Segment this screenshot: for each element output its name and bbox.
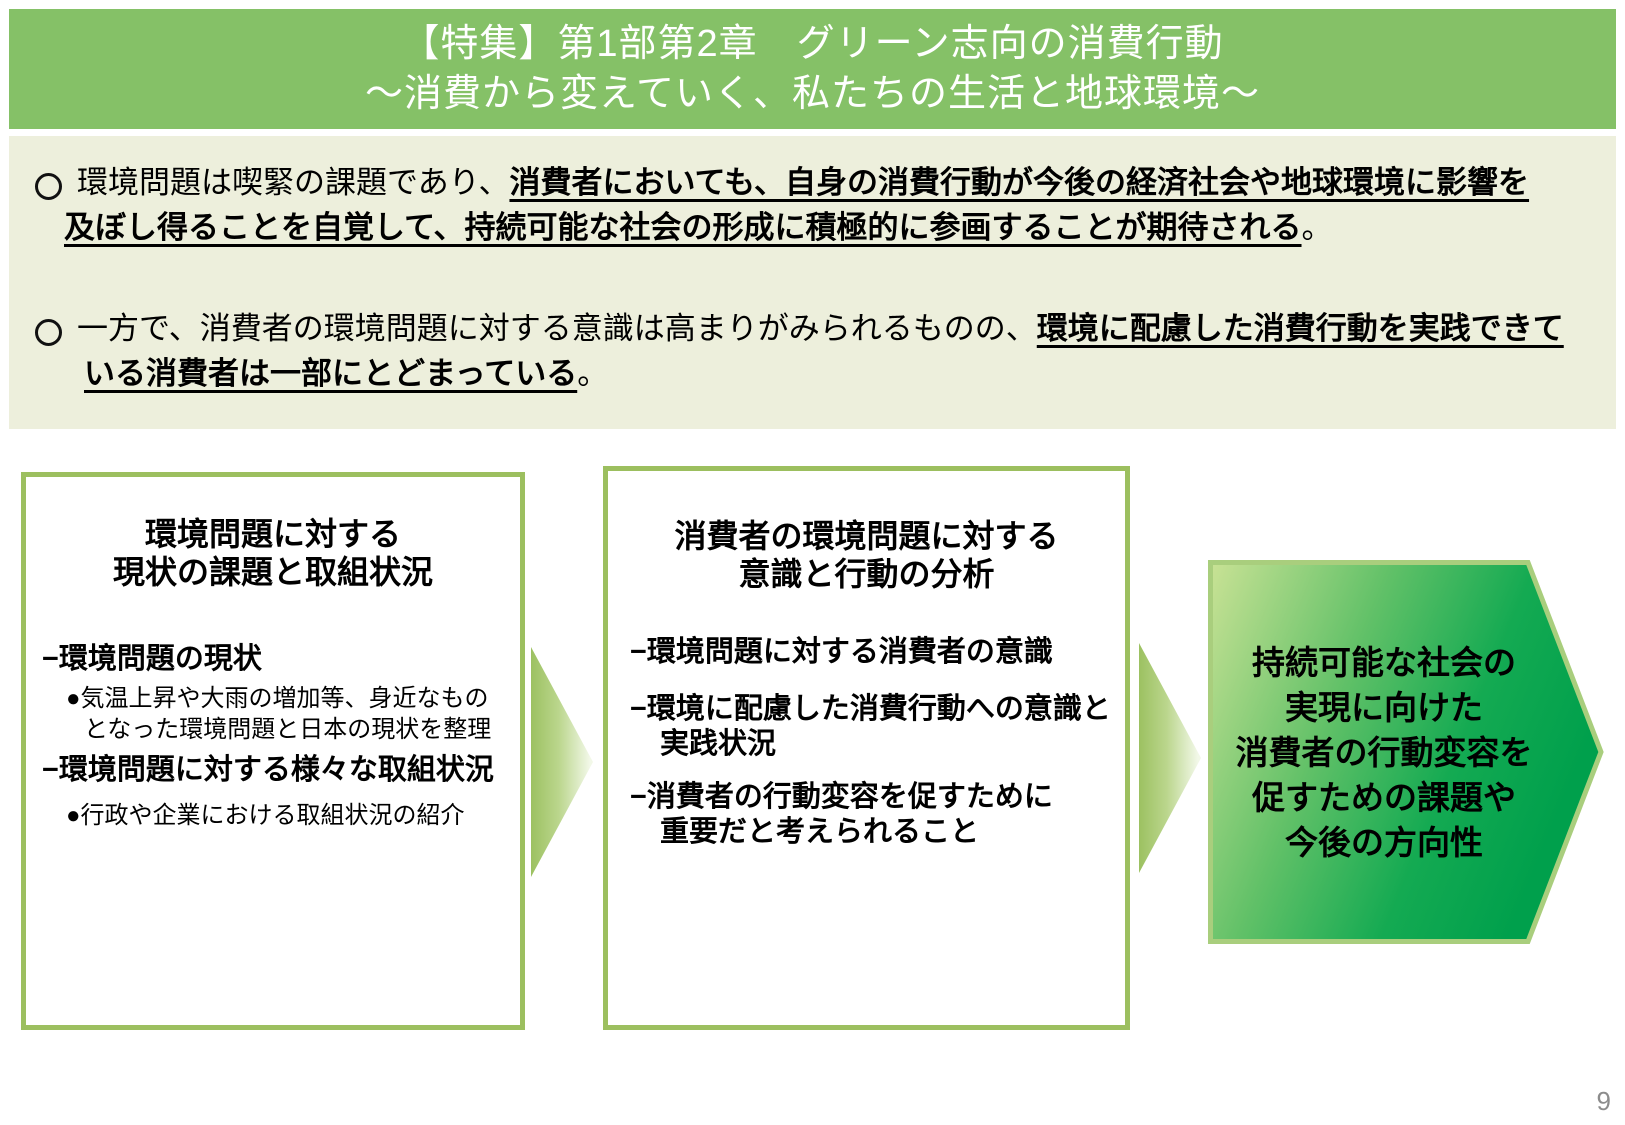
page-number: 9: [1596, 1086, 1611, 1116]
box-item-line: ●気温上昇や大雨の増加等、身近なもの: [66, 685, 489, 712]
circle-bullet-icon: [35, 173, 62, 200]
title-banner: 【特集】第1部第2章 グリーン志向の消費行動 ～消費から変えていく、私たちの生活…: [9, 9, 1616, 129]
summary-bullet: 一方で、消費者の環境問題に対する意識は高まりがみられるものの、環境に配慮した消費…: [9, 306, 1596, 396]
summary-panel: 環境問題は喫緊の課題であり、消費者においても、自身の消費行動が今後の経済社会や地…: [9, 136, 1616, 429]
emphasized-text: 及ぼし得ることを自覚して、持続可能な社会の形成に積極的に参画することが期待される: [64, 210, 1302, 245]
plain-text: 環境問題は喫緊の課題であり、: [77, 165, 510, 200]
right-arrow-icon: [1139, 643, 1201, 873]
box-item-line: −環境問題に対する様々な取組状況: [42, 754, 494, 786]
plain-text: 。: [577, 356, 609, 391]
box-title-line: 意識と行動の分析: [738, 556, 995, 592]
plain-text: 一方で、消費者の環境問題に対する意識は高まりがみられるものの、: [77, 311, 1037, 346]
pentagon-conclusion-text: 持続可能な社会の 実現に向けた 消費者の行動変容を 促すための課題や 今後の方向…: [1208, 640, 1560, 865]
emphasized-text: 消費者においても、自身の消費行動が今後の経済社会や地球環境に影響を: [509, 165, 1530, 200]
box-title: 消費者の環境問題に対する 意識と行動の分析: [608, 517, 1125, 593]
box-item: −環境問題の現状: [26, 641, 520, 677]
flow-box-current-issues: 環境問題に対する 現状の課題と取組状況 −環境問題の現状 ●気温上昇や大雨の増加等…: [21, 472, 525, 1030]
box-title-line: 現状の課題と取組状況: [112, 554, 433, 590]
pentagon-text-line: 持続可能な社会の: [1252, 644, 1516, 681]
box-item-line: 実践状況: [660, 728, 777, 760]
box-item: −環境問題に対する様々な取組状況: [26, 752, 520, 788]
slide-title-line1: 【特集】第1部第2章 グリーン志向の消費行動: [401, 23, 1224, 65]
emphasized-text: 環境に配慮した消費行動を実践できて: [1036, 311, 1564, 346]
box-item: ●気温上昇や大雨の増加等、身近なものとなった環境問題と日本の現状を整理: [26, 683, 520, 745]
bullet-text-line: 環境問題は喫緊の課題であり、消費者においても、自身の消費行動が今後の経済社会や地…: [9, 160, 1596, 205]
box-title-line: 消費者の環境問題に対する: [674, 518, 1059, 554]
box-item: −環境に配慮した消費行動への意識と実践状況: [608, 692, 1125, 762]
bullet-text-line: 及ぼし得ることを自覚して、持続可能な社会の形成に積極的に参画することが期待される…: [9, 205, 1596, 250]
circle-bullet-icon: [35, 319, 62, 346]
box-item: −消費者の行動変容を促すために重要だと考えられること: [608, 780, 1125, 850]
flow-box-consumer-analysis: 消費者の環境問題に対する 意識と行動の分析 −環境問題に対する消費者の意識−環境…: [603, 466, 1130, 1030]
box-item-line: 重要だと考えられること: [660, 816, 980, 848]
pentagon-text-line: 消費者の行動変容を: [1235, 734, 1533, 771]
box-item: −環境問題に対する消費者の意識: [608, 635, 1125, 670]
box-title-line: 環境問題に対する: [144, 516, 401, 552]
bullet-text-line: 一方で、消費者の環境問題に対する意識は高まりがみられるものの、環境に配慮した消費…: [9, 306, 1596, 351]
right-arrow-icon: [531, 647, 593, 877]
box-item-line: −環境に配慮した消費行動への意識と: [630, 693, 1111, 725]
emphasized-text: いる消費者は一部にとどまっている: [84, 356, 578, 391]
box-item-line: −環境問題に対する消費者の意識: [630, 636, 1053, 668]
box-title: 環境問題に対する 現状の課題と取組状況: [26, 515, 520, 591]
pentagon-text-line: 実現に向けた: [1285, 689, 1483, 726]
bullet-text-line: いる消費者は一部にとどまっている。: [9, 351, 1596, 396]
slide-title-line2: ～消費から変えていく、私たちの生活と地球環境～: [364, 73, 1261, 115]
pentagon-arrow-shape: [1208, 560, 1604, 944]
pentagon-text-line: 促すための課題や: [1252, 779, 1516, 816]
pentagon-text-line: 今後の方向性: [1285, 824, 1483, 861]
box-item-line: −環境問題の現状: [42, 643, 262, 675]
box-item-line: −消費者の行動変容を促すために: [630, 781, 1053, 813]
box-item-line: ●行政や企業における取組状況の紹介: [66, 802, 465, 829]
plain-text: 。: [1301, 210, 1333, 245]
box-item-list: −環境問題の現状 ●気温上昇や大雨の増加等、身近なものとなった環境問題と日本の現状…: [26, 641, 520, 831]
summary-bullet: 環境問題は喫緊の課題であり、消費者においても、自身の消費行動が今後の経済社会や地…: [9, 160, 1596, 250]
box-item-list: −環境問題に対する消費者の意識 −環境に配慮した消費行動への意識と実践状況 −消費者…: [608, 635, 1125, 850]
box-item-line: となった環境問題と日本の現状を整理: [84, 716, 492, 743]
box-item: ●行政や企業における取組状況の紹介: [26, 800, 520, 831]
